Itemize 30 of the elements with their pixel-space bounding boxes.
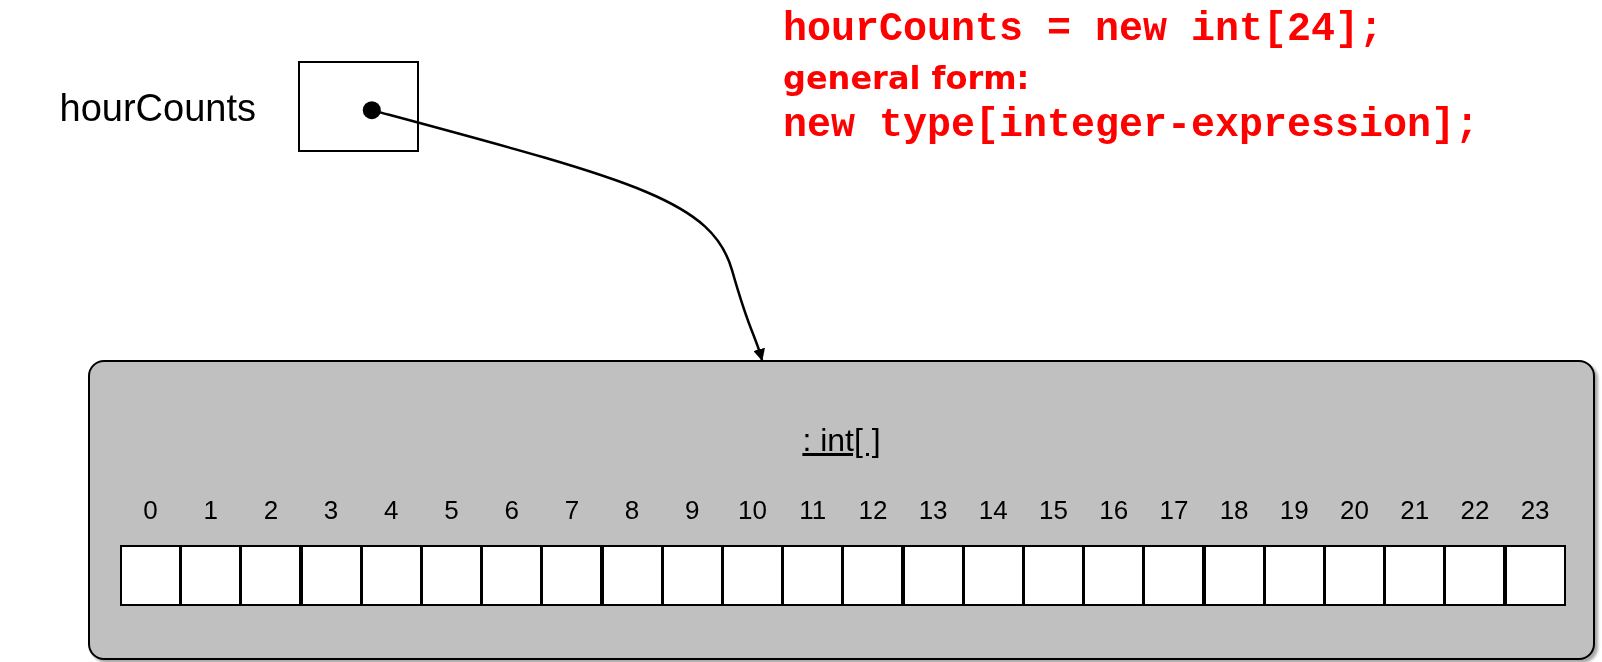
index-number: 21 xyxy=(1399,497,1431,523)
object-type-label: : int[ ] xyxy=(802,424,881,456)
code-line: hourCounts = new int[24]; xyxy=(783,6,1385,54)
index-number: 5 xyxy=(443,497,460,523)
index-number: 2 xyxy=(262,497,280,523)
note-heading: general form: xyxy=(783,58,1031,99)
index-number: 19 xyxy=(1278,497,1310,523)
variable-name: hourCounts xyxy=(59,89,256,127)
index-number: 7 xyxy=(563,497,581,523)
index-number: 18 xyxy=(1218,497,1250,523)
index-number: 6 xyxy=(503,497,520,523)
index-number: 0 xyxy=(142,497,159,523)
index-number: 13 xyxy=(917,497,949,523)
index-number: 1 xyxy=(202,497,219,523)
index-number: 4 xyxy=(383,497,400,523)
code-line: new type[integer-expression]; xyxy=(783,102,1480,150)
index-number: 11 xyxy=(798,497,828,523)
index-number: 22 xyxy=(1459,497,1491,523)
index-number: 14 xyxy=(977,497,1009,523)
index-number: 3 xyxy=(322,497,340,523)
index-number: 15 xyxy=(1038,497,1069,523)
index-number: 23 xyxy=(1519,497,1551,523)
index-number: 16 xyxy=(1098,497,1130,523)
index-number: 8 xyxy=(623,497,641,523)
index-number: 9 xyxy=(684,497,701,523)
index-number: 17 xyxy=(1158,497,1190,523)
object-box xyxy=(88,360,1595,660)
index-number: 12 xyxy=(857,497,889,523)
index-number: 10 xyxy=(737,497,768,523)
index-number: 20 xyxy=(1339,497,1370,523)
